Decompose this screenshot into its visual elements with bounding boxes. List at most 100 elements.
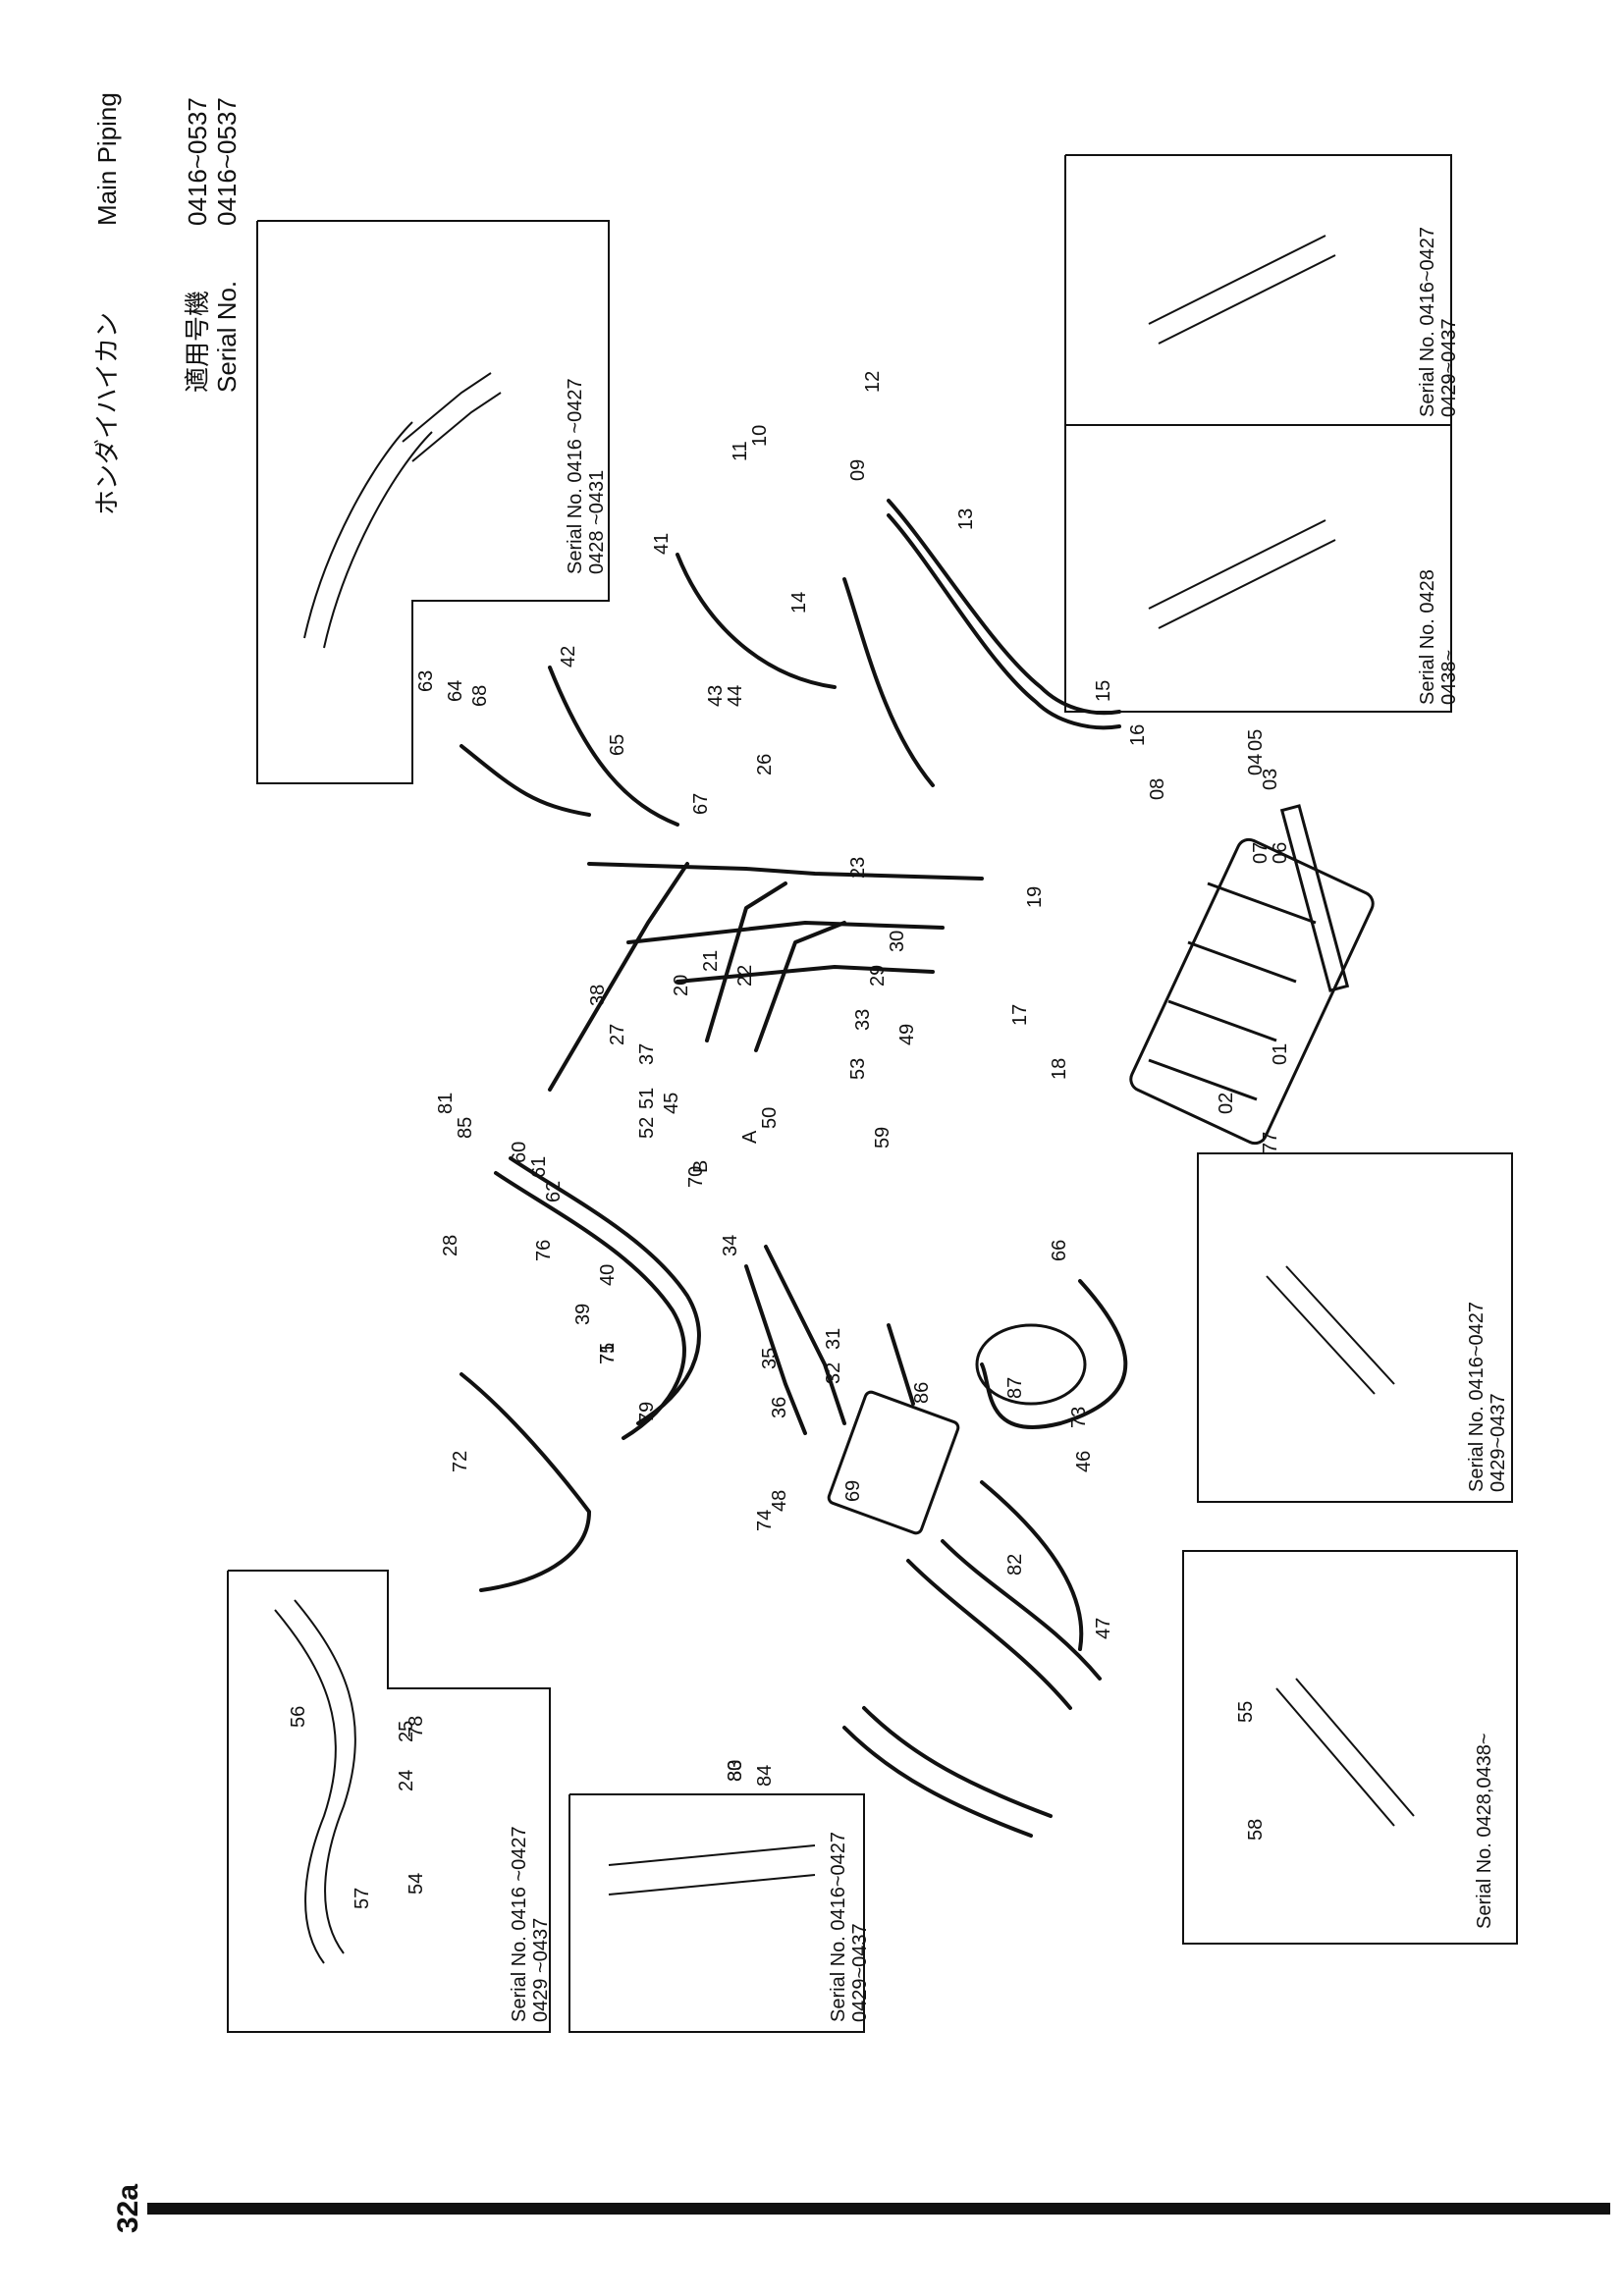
part-callout-07: 07	[1250, 842, 1271, 864]
part-callout-26: 26	[754, 754, 776, 775]
part-callout-71: 71	[597, 1343, 619, 1364]
part-callout-79: 79	[636, 1402, 658, 1423]
inset-caption-top-right-a: Serial No. 04280438~	[1417, 569, 1460, 705]
part-callout-27: 27	[607, 1024, 628, 1045]
part-callout-09: 09	[847, 459, 869, 481]
part-callout-68: 68	[469, 685, 491, 707]
pipe-20-21	[705, 881, 787, 1042]
part-callout-18: 18	[1049, 1058, 1070, 1080]
page-number: 32a	[112, 2184, 144, 2233]
hose-13-lower-b	[494, 1171, 686, 1440]
inset-caption-top-left: Serial No. 0416 ~04270428 ~0431	[565, 378, 608, 574]
part-callout-10: 10	[749, 425, 771, 447]
hose-routing	[460, 499, 1128, 1838]
hose-14	[842, 577, 935, 787]
part-callout-72: 72	[450, 1451, 471, 1472]
pipe-bundle-main-b	[626, 921, 945, 944]
hose-13-upper	[887, 499, 1121, 716]
part-callout-47: 47	[1093, 1618, 1114, 1639]
part-callout-37: 37	[636, 1043, 658, 1065]
inset-bottom-right: Serial No. 0428,0438~	[1182, 1550, 1518, 1945]
part-callout-30: 30	[887, 931, 908, 952]
pipe-35-36	[744, 1264, 807, 1435]
part-callout-57: 57	[352, 1888, 373, 1909]
part-callout-54: 54	[406, 1873, 427, 1895]
hose-65-right	[980, 1279, 1128, 1429]
part-callout-77: 77	[1260, 1132, 1281, 1153]
part-callout-70: 70	[685, 1166, 707, 1188]
part-callout-85: 85	[455, 1117, 476, 1139]
part-callout-80: 80	[725, 1760, 746, 1782]
hose-13-far	[460, 1372, 591, 1592]
valve-body	[1129, 837, 1375, 1146]
part-callout-81: 81	[435, 1093, 457, 1114]
part-callout-08: 08	[1147, 778, 1168, 800]
inset-caption-bottom-right: Serial No. 0428,0438~	[1474, 1733, 1495, 1929]
part-callout-40: 40	[597, 1264, 619, 1286]
hose-46-lower	[862, 1706, 1053, 1818]
part-callout-45: 45	[661, 1093, 682, 1114]
header: ホンダイハイカン 適用号機 Serial No. 0416~0537 0416~…	[92, 92, 242, 515]
part-callout-73: 73	[1068, 1407, 1090, 1428]
inset-caption-top-right-b: Serial No. 0416~04270429~0437	[1417, 227, 1460, 417]
part-callout-46: 46	[1073, 1451, 1095, 1472]
range-2: 0416~0537	[212, 97, 242, 226]
part-callout-61: 61	[528, 1156, 550, 1178]
part-callout-11: 11	[730, 441, 751, 461]
part-callout-A: A	[739, 1130, 761, 1144]
part-callout-49: 49	[896, 1024, 918, 1045]
part-callout-16: 16	[1127, 724, 1149, 746]
part-callout-22: 22	[734, 965, 756, 987]
part-callout-78: 78	[406, 1716, 427, 1737]
part-callout-86: 86	[911, 1382, 933, 1404]
part-callout-43: 43	[705, 685, 727, 707]
inset-top-left: Serial No. 0416 ~04270428 ~0431	[256, 220, 610, 784]
part-callout-15: 15	[1093, 680, 1114, 702]
hose-13-lower	[509, 1156, 701, 1425]
part-callout-84: 84	[754, 1765, 776, 1787]
part-callout-67: 67	[690, 793, 712, 815]
pipe-31-32	[764, 1245, 846, 1425]
part-callout-69: 69	[842, 1480, 864, 1502]
part-callout-44: 44	[725, 685, 746, 707]
part-callout-25: 25	[396, 1721, 417, 1742]
part-callout-33: 33	[852, 1009, 874, 1031]
title-en: Main Piping	[92, 92, 122, 226]
manifold-69	[827, 1390, 960, 1535]
part-callout-87: 87	[1004, 1377, 1026, 1399]
part-callout-51: 51	[636, 1088, 658, 1109]
range-1: 0416~0537	[183, 97, 212, 226]
inset-bottom-left: Serial No. 0416 ~04270429 ~0437	[227, 1570, 552, 2033]
part-callout-13: 13	[955, 508, 977, 530]
part-callout-20: 20	[671, 975, 692, 996]
part-callout-63: 63	[415, 670, 437, 692]
part-callout-82: 82	[1004, 1554, 1026, 1575]
part-callout-06: 06	[1270, 842, 1291, 864]
part-callouts: 0102770304050607080910111213141516171819…	[288, 371, 1291, 1909]
mount-bracket	[1279, 804, 1350, 992]
hose-46-bundle	[941, 1539, 1102, 1681]
part-callout-14: 14	[788, 592, 810, 614]
serial-label: Serial No.	[212, 281, 242, 393]
part-callout-48: 48	[769, 1490, 790, 1512]
part-callout-83: 83	[725, 1760, 746, 1782]
part-callout-35: 35	[759, 1348, 781, 1369]
part-callout-55: 55	[1235, 1701, 1257, 1723]
part-callout-28: 28	[440, 1235, 461, 1256]
part-callout-42: 42	[558, 646, 579, 667]
inset-top-right: Serial No. 04280438~ Serial No. 0416~042…	[1064, 154, 1460, 713]
part-callout-34: 34	[720, 1235, 741, 1256]
hose-13-upper-b	[887, 513, 1121, 730]
hose-46-bundle-b	[906, 1559, 1072, 1710]
title-jp: ホンダイハイカン	[92, 312, 122, 515]
part-callout-58: 58	[1245, 1819, 1267, 1841]
part-callout-B: B	[690, 1160, 712, 1173]
part-callout-60: 60	[509, 1142, 530, 1163]
control-valve	[1129, 804, 1375, 1146]
hose-47	[980, 1480, 1084, 1651]
part-callout-31: 31	[823, 1328, 844, 1350]
part-callout-01: 01	[1270, 1043, 1291, 1065]
part-callout-66: 66	[1049, 1240, 1070, 1261]
part-callout-05: 05	[1245, 729, 1267, 751]
